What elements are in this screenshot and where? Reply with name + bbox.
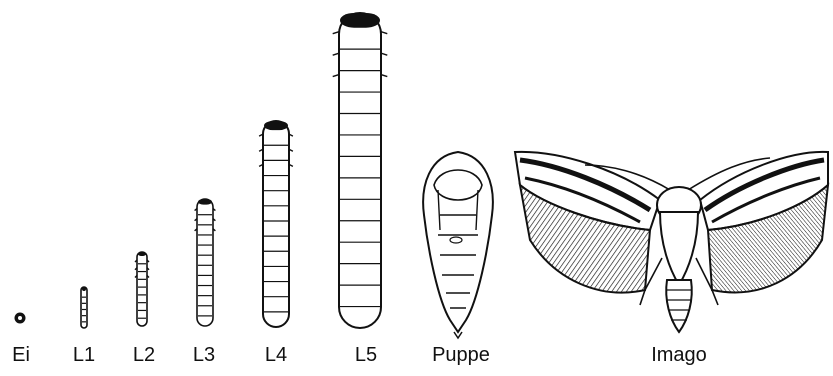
imago-drawing bbox=[515, 152, 828, 332]
label-l1: L1 bbox=[73, 344, 95, 367]
larva-l2-drawing bbox=[135, 252, 149, 326]
egg-drawing bbox=[15, 313, 26, 324]
larvae-drawings bbox=[81, 13, 387, 328]
label-l4: L4 bbox=[265, 344, 287, 367]
larva-l5-drawing bbox=[333, 13, 388, 328]
label-l2: L2 bbox=[133, 344, 155, 367]
label-ei: Ei bbox=[12, 344, 30, 367]
label-puppe: Puppe bbox=[432, 344, 490, 367]
label-l5: L5 bbox=[355, 344, 377, 367]
pupa-drawing bbox=[423, 152, 493, 338]
label-imago: Imago bbox=[651, 344, 707, 367]
larva-l3-drawing bbox=[195, 199, 216, 326]
larva-l1-drawing bbox=[81, 287, 87, 328]
larva-l4-drawing bbox=[259, 121, 293, 327]
label-l3: L3 bbox=[193, 344, 215, 367]
